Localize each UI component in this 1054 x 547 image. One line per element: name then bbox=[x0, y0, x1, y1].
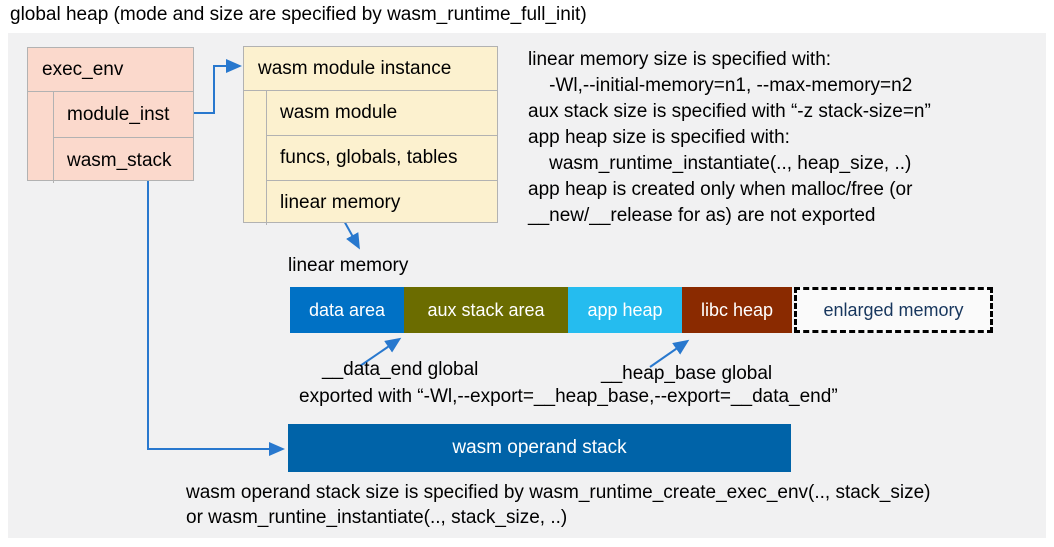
notes-block: linear memory size is specified with: -W… bbox=[528, 47, 931, 229]
segment-data-area: data area bbox=[290, 287, 404, 333]
segment-libc-heap: libc heap bbox=[682, 287, 792, 333]
caption-line-2: or wasm_runtine_instantiate(.., stack_si… bbox=[186, 507, 568, 528]
bottom-caption: wasm operand stack size is specified by … bbox=[186, 480, 931, 530]
note-line: aux stack size is specified with “-z sta… bbox=[528, 101, 931, 122]
note-line: -Wl,--initial-memory=n1, --max-memory=n2 bbox=[528, 75, 913, 96]
caption-line-1: wasm operand stack size is specified by … bbox=[186, 482, 931, 503]
diagram-title: global heap (mode and size are specified… bbox=[10, 4, 587, 25]
linear-memory-label: linear memory bbox=[288, 255, 409, 276]
instance-row-linear-memory: linear memory bbox=[267, 180, 497, 225]
wasm-operand-stack-bar: wasm operand stack bbox=[288, 424, 791, 472]
exec-env-row-wasm-stack: wasm_stack bbox=[54, 137, 193, 183]
note-line: __new/__release for as) are not exported bbox=[528, 205, 876, 226]
instance-row-funcs-globals-tables: funcs, globals, tables bbox=[267, 135, 497, 180]
note-line: app heap size is specified with: bbox=[528, 127, 790, 148]
exec-env-header: exec_env bbox=[28, 48, 193, 92]
exec-env-box: exec_env module_inst wasm_stack bbox=[27, 47, 194, 183]
segment-aux-stack-area: aux stack area bbox=[404, 287, 568, 333]
segment-app-heap: app heap bbox=[568, 287, 682, 333]
wasm-module-instance-box: wasm module instance wasm module funcs, … bbox=[243, 46, 498, 225]
exec-env-row-module-inst: module_inst bbox=[67, 104, 170, 125]
wasm-module-instance-header: wasm module instance bbox=[244, 47, 497, 91]
instance-row-wasm-module: wasm module bbox=[280, 102, 398, 123]
note-line: wasm_runtime_instantiate(.., heap_size, … bbox=[528, 153, 912, 174]
note-line: linear memory size is specified with: bbox=[528, 49, 832, 70]
wasm-module-instance-body: wasm module funcs, globals, tables linea… bbox=[266, 91, 497, 225]
exec-env-body: module_inst wasm_stack bbox=[53, 92, 193, 183]
note-line: app heap is created only when malloc/fre… bbox=[528, 179, 913, 200]
exported-with-label: exported with “-Wl,--export=__heap_base,… bbox=[299, 386, 838, 407]
segment-enlarged-memory: enlarged memory bbox=[794, 287, 993, 333]
linear-memory-bar: data area aux stack area app heap libc h… bbox=[290, 287, 993, 333]
data-end-global-label: __data_end global bbox=[322, 359, 479, 380]
heap-base-global-label: __heap_base global bbox=[601, 363, 773, 384]
